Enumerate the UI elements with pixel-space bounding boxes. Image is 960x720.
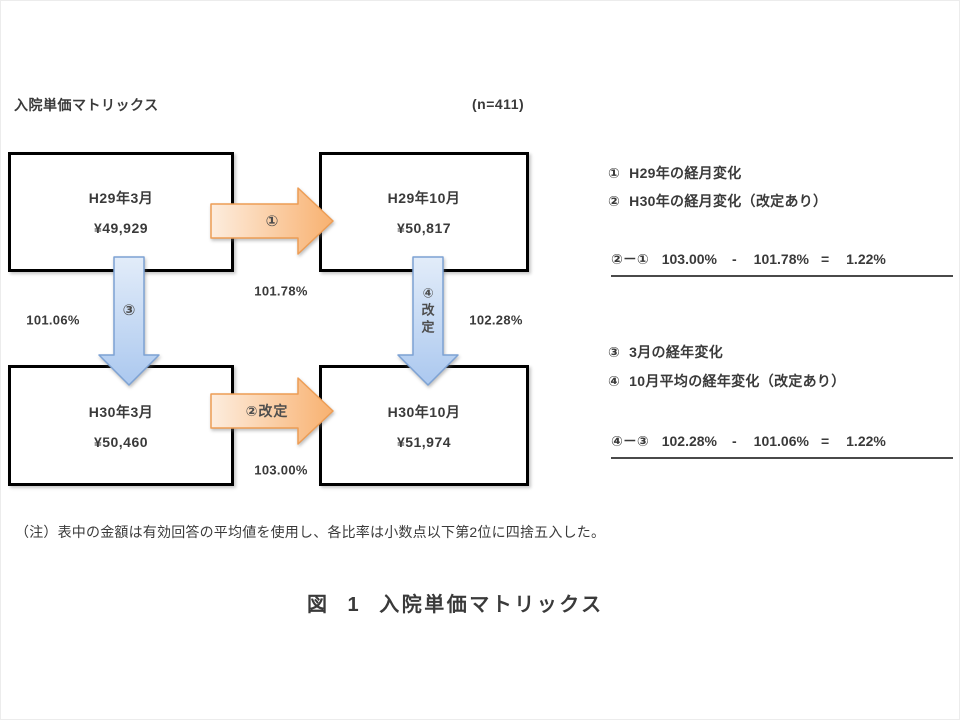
box-amount-value: ¥51,974 <box>396 433 452 450</box>
equation-result: 1.22% <box>846 251 886 267</box>
box-h30-october: H30年10月 ¥51,974 <box>319 365 529 486</box>
figure-note: （注）表中の金額は有効回答の平均値を使用し、各比率は小数点以下第2位に四捨五入し… <box>15 524 606 540</box>
arrow-2-rate: 103.00% <box>254 462 308 478</box>
minus-sign: - <box>732 251 737 267</box>
box-period-label: H29年10月 <box>387 190 461 206</box>
arrow-3-label: ③ <box>122 302 136 319</box>
legend-item-text: H29年の経月変化 <box>629 165 742 181</box>
equals-sign: = <box>820 433 830 449</box>
legend-item-number: ④ <box>608 373 621 389</box>
arrow-4-label-char: 改 <box>421 302 435 318</box>
equation-result: 1.22% <box>846 433 886 449</box>
equation-minuend: 103.00% <box>661 251 717 267</box>
arrow-4-label-char: ④ <box>422 285 434 301</box>
equation-2: ④－③ 102.28% - 101.06% = 1.22% <box>611 431 953 459</box>
legend-item-3: ③ 3月の経年変化 <box>608 342 723 362</box>
arrow-4-rate: 102.28% <box>469 312 523 328</box>
legend-item-text: 3月の経年変化 <box>629 344 724 360</box>
box-amount-value: ¥50,460 <box>93 433 149 450</box>
equals-sign: = <box>820 251 830 267</box>
box-h29-october: H29年10月 ¥50,817 <box>319 152 529 272</box>
box-period-label: H29年3月 <box>88 190 154 206</box>
arrow-1-label: ① <box>265 213 279 230</box>
arrow-4-label: ④ 改 定 <box>421 285 434 336</box>
legend-item-number: ② <box>608 193 621 209</box>
figure-caption: 図 1 入院単価マトリックス <box>307 594 604 616</box>
down-arrow-4-icon <box>397 256 459 386</box>
right-arrow-1-icon <box>210 187 334 255</box>
minus-sign: - <box>732 433 737 449</box>
equation-1: ②－① 103.00% - 101.78% = 1.22% <box>611 249 953 277</box>
equation-minuend: 102.28% <box>661 433 717 449</box>
arrow-1-rate: 101.78% <box>254 283 308 299</box>
box-h29-march: H29年3月 ¥49,929 <box>8 152 234 272</box>
right-arrow-2-icon <box>210 377 334 445</box>
legend-item-text: 10月平均の経年変化（改定あり） <box>629 373 846 389</box>
box-amount-value: ¥50,817 <box>396 220 452 236</box>
equation-subtrahend: 101.78% <box>753 251 809 267</box>
box-amount-value: ¥49,929 <box>93 220 149 236</box>
equation-label: ④－③ <box>611 433 649 449</box>
sample-size-label: (n=411) <box>472 96 525 112</box>
arrow-4-label-char: 定 <box>421 319 435 335</box>
legend-item-2: ② H30年の経月変化（改定あり） <box>608 191 827 211</box>
legend-item-1: ① H29年の経月変化 <box>608 163 742 183</box>
equation-subtrahend: 101.06% <box>753 433 809 449</box>
arrow-3-rate: 101.06% <box>26 312 80 328</box>
legend-item-text: H30年の経月変化（改定あり） <box>629 193 828 209</box>
box-period-label: H30年10月 <box>387 403 461 420</box>
legend-item-4: ④ 10月平均の経年変化（改定あり） <box>608 371 846 391</box>
legend-item-number: ③ <box>608 344 621 360</box>
box-period-label: H30年3月 <box>88 403 154 420</box>
equation-label: ②－① <box>611 251 649 267</box>
legend-item-number: ① <box>608 165 621 181</box>
page-title: 入院単価マトリックス <box>14 97 159 113</box>
down-arrow-3-icon <box>98 256 160 386</box>
arrow-2-label: ②改定 <box>245 403 289 419</box>
